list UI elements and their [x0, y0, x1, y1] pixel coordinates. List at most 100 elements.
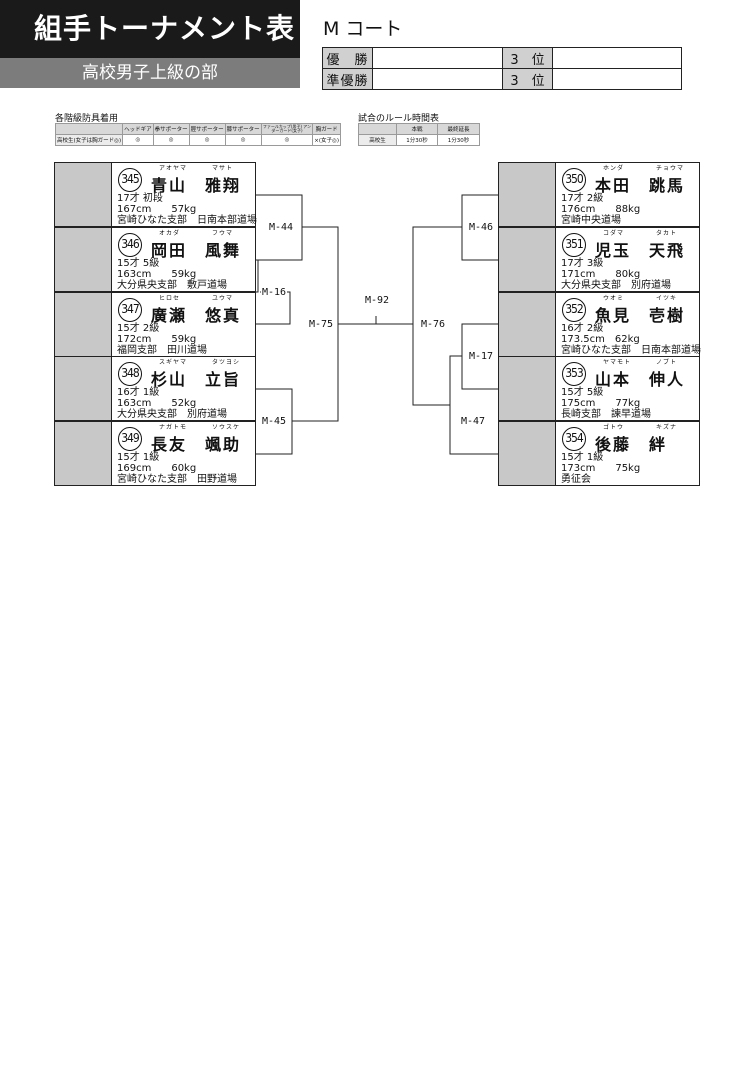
- entry-left-4: 348 スギヤマ タツヨシ 杉山 立旨 16才 1級 163cm 52kg 大分…: [54, 356, 256, 421]
- match-label-m46: M-46: [468, 222, 495, 233]
- entry-number: 353: [562, 362, 586, 386]
- entry-age-rank: 17才 初段: [117, 193, 163, 204]
- entry-dojo: 長崎支部 諫早道場: [561, 409, 651, 420]
- kana-given: タツヨシ: [212, 359, 241, 366]
- match-label-m75: M-75: [308, 319, 335, 330]
- entry-right-4: 353 ヤマモト ノブト 山本 伸人 15才 5級 175cm 77kg 長崎支…: [498, 356, 700, 421]
- winner-label: 優 勝: [322, 47, 373, 69]
- entry-height-weight: 171cm 80kg: [561, 269, 641, 280]
- entry-shade: [499, 293, 556, 356]
- winner-field[interactable]: [372, 47, 503, 69]
- kana-given: イツキ: [656, 295, 678, 302]
- kana-surname: オカダ: [159, 230, 181, 237]
- entry-name: 廣瀬 悠真: [151, 306, 242, 325]
- gear-cell: ◎: [152, 134, 190, 146]
- entry-right-1: 350 ホンダ チョウマ 本田 跳馬 17才 2級 176cm 88kg 宮崎中…: [498, 162, 700, 227]
- entry-age-rank: 17才 2級: [561, 193, 604, 204]
- entry-shade: [55, 357, 112, 420]
- kana-surname: ヒロセ: [159, 295, 181, 302]
- entry-number: 352: [562, 298, 586, 322]
- entry-height-weight: 172cm 59kg: [117, 334, 197, 345]
- gear-row-label: 高校生(女子は胸ガード◎): [54, 134, 124, 146]
- entry-height-weight: 176cm 88kg: [561, 204, 641, 215]
- entry-shade: [55, 293, 112, 356]
- kana-surname: ヤマモト: [603, 359, 632, 366]
- entry-height-weight: 163cm 52kg: [117, 398, 197, 409]
- entry-number: 349: [118, 427, 142, 451]
- entry-number: 345: [118, 168, 142, 192]
- match-label-m76: M-76: [420, 319, 447, 330]
- entry-name: 杉山 立旨: [151, 370, 242, 389]
- gear-header-4: 膝サポーター: [224, 123, 262, 135]
- division-title: 高校男子上級の部: [0, 58, 300, 88]
- entry-shade: [499, 228, 556, 291]
- match-label-m45: M-45: [261, 416, 288, 427]
- entry-shade: [499, 357, 556, 420]
- entry-shade: [499, 163, 556, 226]
- court-label: M コート: [323, 18, 403, 40]
- entry-age-rank: 15才 1級: [117, 452, 160, 463]
- entry-name: 魚見 壱樹: [595, 306, 686, 325]
- third-label-1: 3 位: [502, 47, 553, 69]
- kana-surname: アオヤマ: [159, 165, 188, 172]
- entry-left-5: 349 ナガトモ ソウスケ 長友 颯助 15才 1級 169cm 60kg 宮崎…: [54, 421, 256, 486]
- match-label-m47: M-47: [460, 416, 487, 427]
- kana-given: キズナ: [656, 424, 678, 431]
- entry-left-2: 346 オカダ フウマ 岡田 風舞 15才 5級 163cm 59kg 大分県央…: [54, 227, 256, 292]
- entry-height-weight: 163cm 59kg: [117, 269, 197, 280]
- entry-dojo: 宮崎ひなた支部 日南本部道場: [117, 215, 257, 226]
- entry-shade: [55, 422, 112, 485]
- entry-age-rank: 15才 5級: [117, 258, 160, 269]
- kana-surname: スギヤマ: [159, 359, 188, 366]
- entry-right-2: 351 コダマ タカト 児玉 天飛 17才 3級 171cm 80kg 大分県央…: [498, 227, 700, 292]
- rules-cell: 1分30秒: [437, 134, 480, 146]
- entry-dojo: 大分県央支部 別府道場: [117, 409, 227, 420]
- entry-number: 348: [118, 362, 142, 386]
- kana-given: フウマ: [212, 230, 234, 237]
- rules-cell: 1分30秒: [395, 134, 439, 146]
- kana-given: ノブト: [656, 359, 678, 366]
- rules-caption: 試合のルール時間表: [358, 114, 440, 124]
- entry-left-1: 345 アオヤマ マサト 青山 雅翔 17才 初段 167cm 57kg 宮崎ひ…: [54, 162, 257, 227]
- kana-surname: ホンダ: [603, 165, 625, 172]
- entry-dojo: 宮崎ひなた支部 田野道場: [117, 474, 237, 485]
- entry-dojo: 大分県央支部 敷戸道場: [117, 280, 227, 291]
- entry-dojo: 勇征会: [561, 474, 591, 485]
- kana-given: ユウマ: [212, 295, 234, 302]
- kana-given: ソウスケ: [212, 424, 241, 431]
- entry-dojo: 大分県央支部 別府道場: [561, 280, 671, 291]
- entry-age-rank: 15才 5級: [561, 387, 604, 398]
- gear-table: ヘッドギア 拳サポーター 脛サポーター 膝サポーター ファールカップ(男子) ア…: [54, 123, 341, 146]
- kana-surname: コダマ: [603, 230, 625, 237]
- entry-left-3: 347 ヒロセ ユウマ 廣瀬 悠真 15才 2級 172cm 59kg 福岡支部…: [54, 292, 256, 357]
- entry-dojo: 宮崎中央道場: [561, 215, 621, 226]
- entry-number: 350: [562, 168, 586, 192]
- third-label-2: 3 位: [502, 68, 553, 90]
- entry-height-weight: 175cm 77kg: [561, 398, 641, 409]
- entry-number: 347: [118, 298, 142, 322]
- gear-cell: ◎: [224, 134, 262, 146]
- tournament-title: 組手トーナメント表: [0, 0, 300, 58]
- third-field-2[interactable]: [552, 68, 682, 90]
- gear-caption: 各階級防具着用: [55, 114, 119, 124]
- entry-height-weight: 169cm 60kg: [117, 463, 197, 474]
- entry-dojo: 福岡支部 田川道場: [117, 345, 207, 356]
- kana-surname: ナガトモ: [159, 424, 188, 431]
- kana-given: マサト: [212, 165, 234, 172]
- entry-height-weight: 173cm 75kg: [561, 463, 641, 474]
- entry-number: 346: [118, 233, 142, 257]
- match-label-m44: M-44: [268, 222, 295, 233]
- match-label-m17: M-17: [468, 351, 495, 362]
- entry-height-weight: 167cm 57kg: [117, 204, 197, 215]
- entry-name: 後藤 絆: [595, 435, 668, 454]
- entry-dojo: 宮崎ひなた支部 日南本部道場: [561, 345, 701, 356]
- entry-height-weight: 173.5cm 62kg: [561, 334, 640, 345]
- match-label-m92: M-92: [364, 295, 391, 306]
- gear-cell: ×(女子◎): [312, 134, 341, 146]
- gear-cell: ◎: [260, 134, 314, 146]
- entry-age-rank: 16才 2級: [561, 323, 604, 334]
- kana-surname: ゴトウ: [603, 424, 625, 431]
- entry-name: 山本 伸人: [595, 370, 686, 389]
- runner-up-field[interactable]: [372, 68, 503, 90]
- entry-number: 354: [562, 427, 586, 451]
